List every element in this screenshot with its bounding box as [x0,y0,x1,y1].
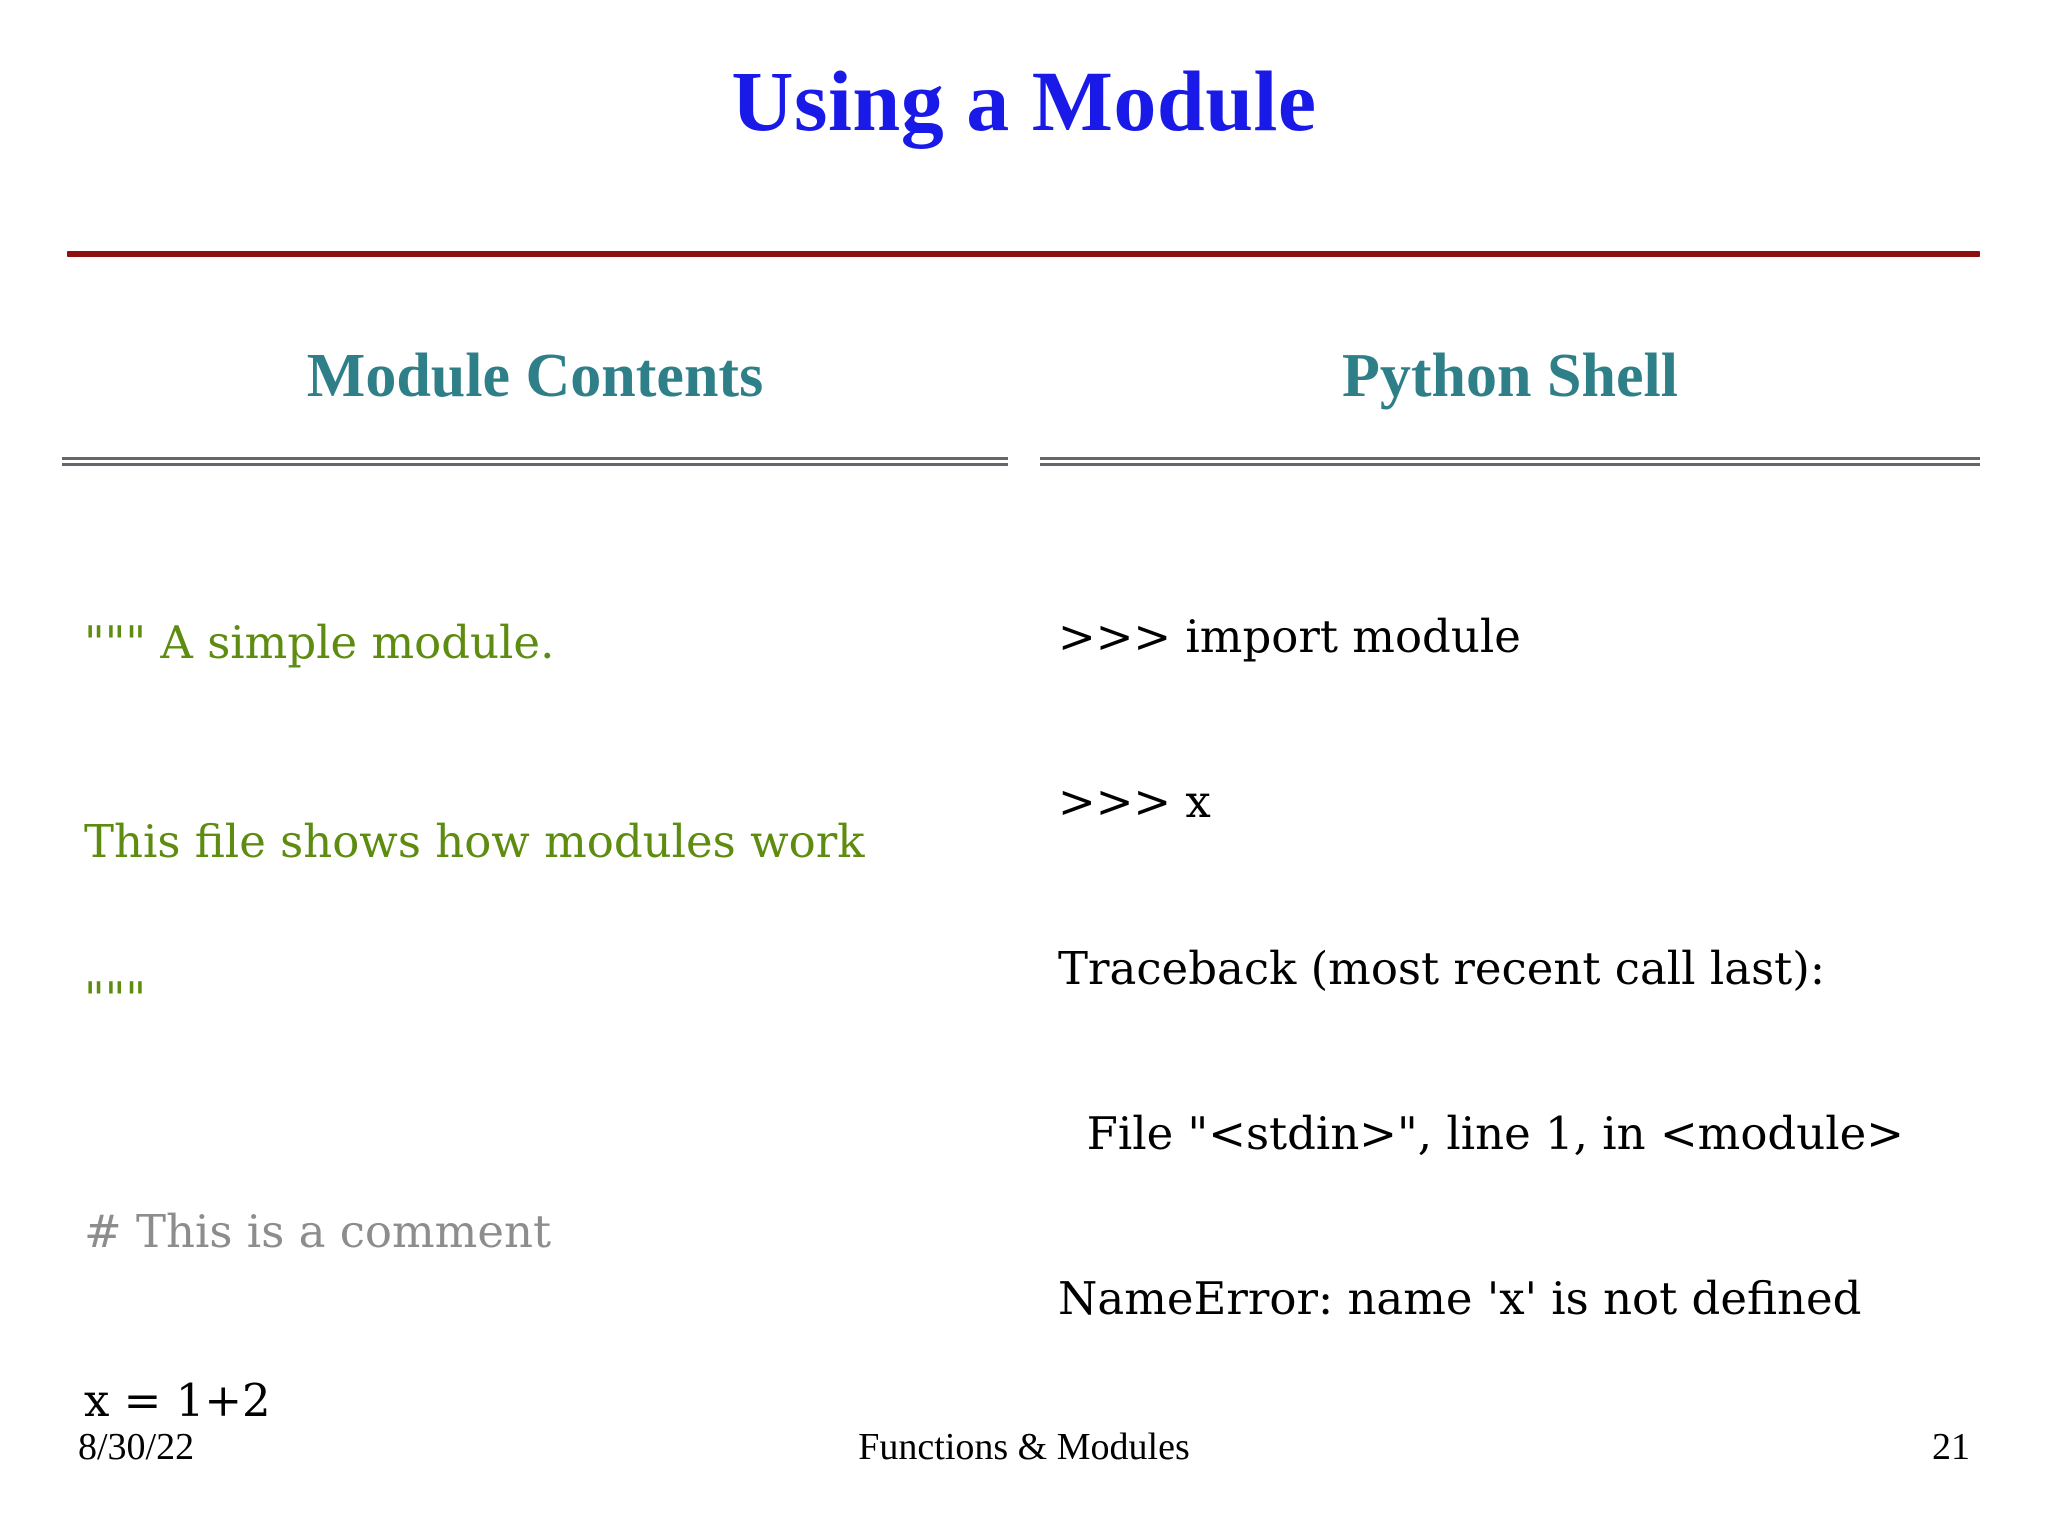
right-column-divider [1040,457,1980,466]
footer-deck-title: Functions & Modules [858,1426,1190,1468]
shell-line-traceback-header: Traceback (most recent call last): [1058,942,1825,995]
python-shell-transcript: >>> import module >>> x Traceback (most … [1058,510,2038,1411]
code-line-docstring-close: """ [84,972,147,1025]
page-title: Using a Module [731,53,1317,149]
title-divider-rule [67,251,1980,257]
code-line-assign-x-1: x = 1+2 [84,1374,271,1427]
column-heading-module-contents: Module Contents [306,342,764,410]
footer-page-number: 21 [1932,1426,1970,1468]
divider-line-bottom [1040,463,1980,466]
left-column-divider [62,457,1008,466]
shell-line-nameerror: NameError: name 'x' is not defined [1058,1272,1862,1325]
divider-line-bottom [62,463,1008,466]
column-heading-python-shell: Python Shell [1342,342,1678,410]
footer-date: 8/30/22 [78,1426,195,1468]
shell-line-import-module: >>> import module [1058,610,1521,663]
shell-line-eval-x: >>> x [1058,775,1211,828]
module-contents-code-block: """ A simple module. This file shows how… [84,510,1014,1536]
slide-footer: 8/30/22 Functions & Modules 21 [0,1428,2048,1488]
shell-line-traceback-file: File "<stdin>", line 1, in <module> [1058,1107,1904,1160]
code-line-comment: # This is a comment [84,1205,552,1258]
divider-line-top [1040,457,1980,460]
divider-line-top [62,457,1008,460]
code-line-docstring-body: This file shows how modules work [84,815,865,868]
code-line-docstring-open: """ A simple module. [84,616,555,669]
